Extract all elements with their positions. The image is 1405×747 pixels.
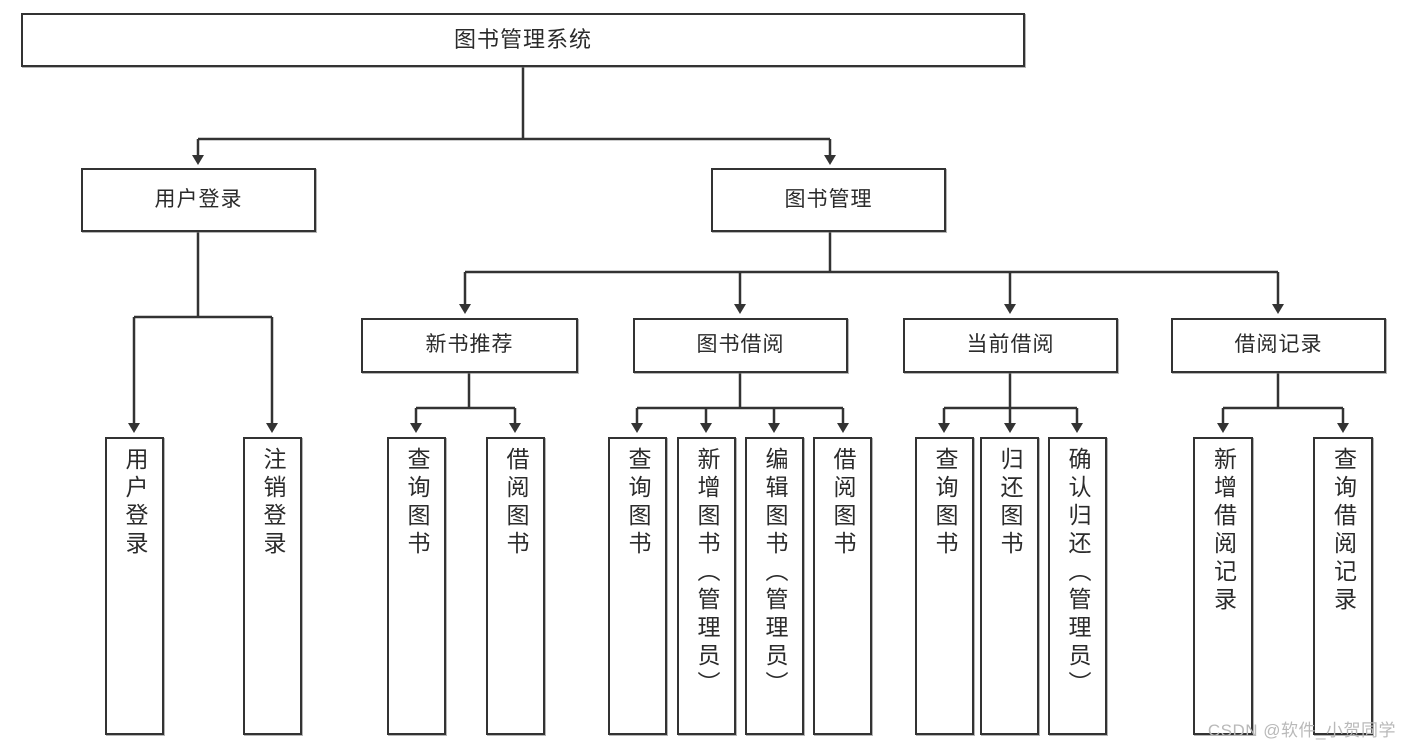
leaf-borrow-book[interactable]: 借阅图书 <box>813 437 872 735</box>
leaf-query-book-borrow[interactable]: 查询图书 <box>608 437 667 735</box>
leaf-borrow-book-recommendation[interactable]: 借阅图书 <box>486 437 545 735</box>
node-label: 编辑图书（管理员） <box>762 447 788 699</box>
leaf-return-book[interactable]: 归还图书 <box>980 437 1039 735</box>
node-label: 新增借阅记录 <box>1210 447 1237 615</box>
node-label: 归还图书 <box>997 447 1023 559</box>
leaf-confirm-return-admin[interactable]: 确认归还（管理员） <box>1048 437 1107 735</box>
node-label: 图书管理系统 <box>453 27 592 53</box>
node-label: 查询借阅记录 <box>1330 447 1357 615</box>
node-book-management[interactable]: 图书管理 <box>711 168 946 232</box>
node-user-login[interactable]: 用户登录 <box>81 168 316 232</box>
node-current-borrow[interactable]: 当前借阅 <box>903 318 1118 373</box>
leaf-logout-login[interactable]: 注销登录 <box>243 437 302 735</box>
node-label: 借阅记录 <box>1234 333 1323 357</box>
node-label: 用户登录 <box>154 187 243 211</box>
node-label: 查询图书 <box>932 447 958 559</box>
leaf-query-book-recommendation[interactable]: 查询图书 <box>387 437 446 735</box>
node-label: 图书管理 <box>784 187 873 211</box>
node-label: 借阅图书 <box>830 447 856 559</box>
leaf-add-book-admin[interactable]: 新增图书（管理员） <box>677 437 736 735</box>
node-label: 借阅图书 <box>503 447 529 559</box>
node-label: 查询图书 <box>404 447 430 559</box>
node-label: 当前借阅 <box>966 333 1055 357</box>
node-root-book-management-system[interactable]: 图书管理系统 <box>21 13 1025 67</box>
leaf-user-login[interactable]: 用户登录 <box>105 437 164 735</box>
node-label: 用户登录 <box>122 447 148 559</box>
leaf-query-borrow-record[interactable]: 查询借阅记录 <box>1313 437 1373 735</box>
node-label: 查询图书 <box>625 447 651 559</box>
node-label: 图书借阅 <box>696 333 785 357</box>
node-label: 确认归还（管理员） <box>1065 447 1091 699</box>
leaf-query-book-current[interactable]: 查询图书 <box>915 437 974 735</box>
node-label: 新书推荐 <box>425 333 514 357</box>
csdn-watermark: CSDN @软件_小贺同学 <box>1207 721 1396 740</box>
leaf-add-borrow-record[interactable]: 新增借阅记录 <box>1193 437 1253 735</box>
node-label: 注销登录 <box>260 447 286 559</box>
node-label: 新增图书（管理员） <box>694 447 720 699</box>
node-borrow-record[interactable]: 借阅记录 <box>1171 318 1386 373</box>
leaf-edit-book-admin[interactable]: 编辑图书（管理员） <box>745 437 804 735</box>
node-book-borrow[interactable]: 图书借阅 <box>633 318 848 373</box>
node-new-book-recommendation[interactable]: 新书推荐 <box>361 318 578 373</box>
